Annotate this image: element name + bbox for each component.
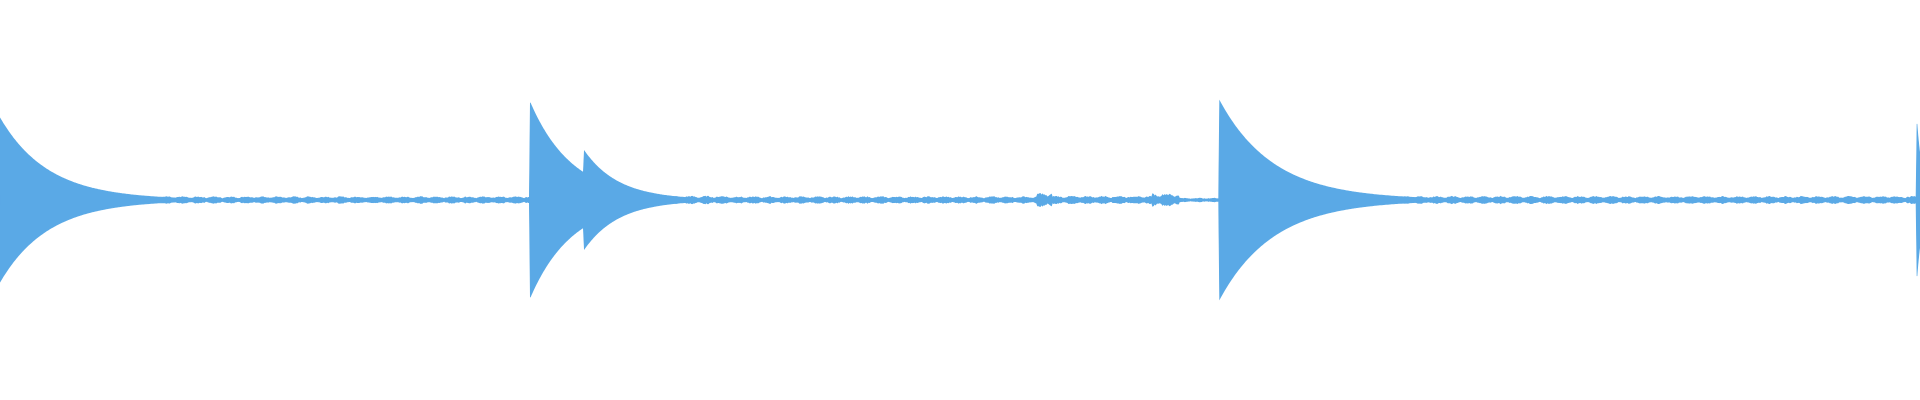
waveform-path — [0, 99, 1920, 301]
